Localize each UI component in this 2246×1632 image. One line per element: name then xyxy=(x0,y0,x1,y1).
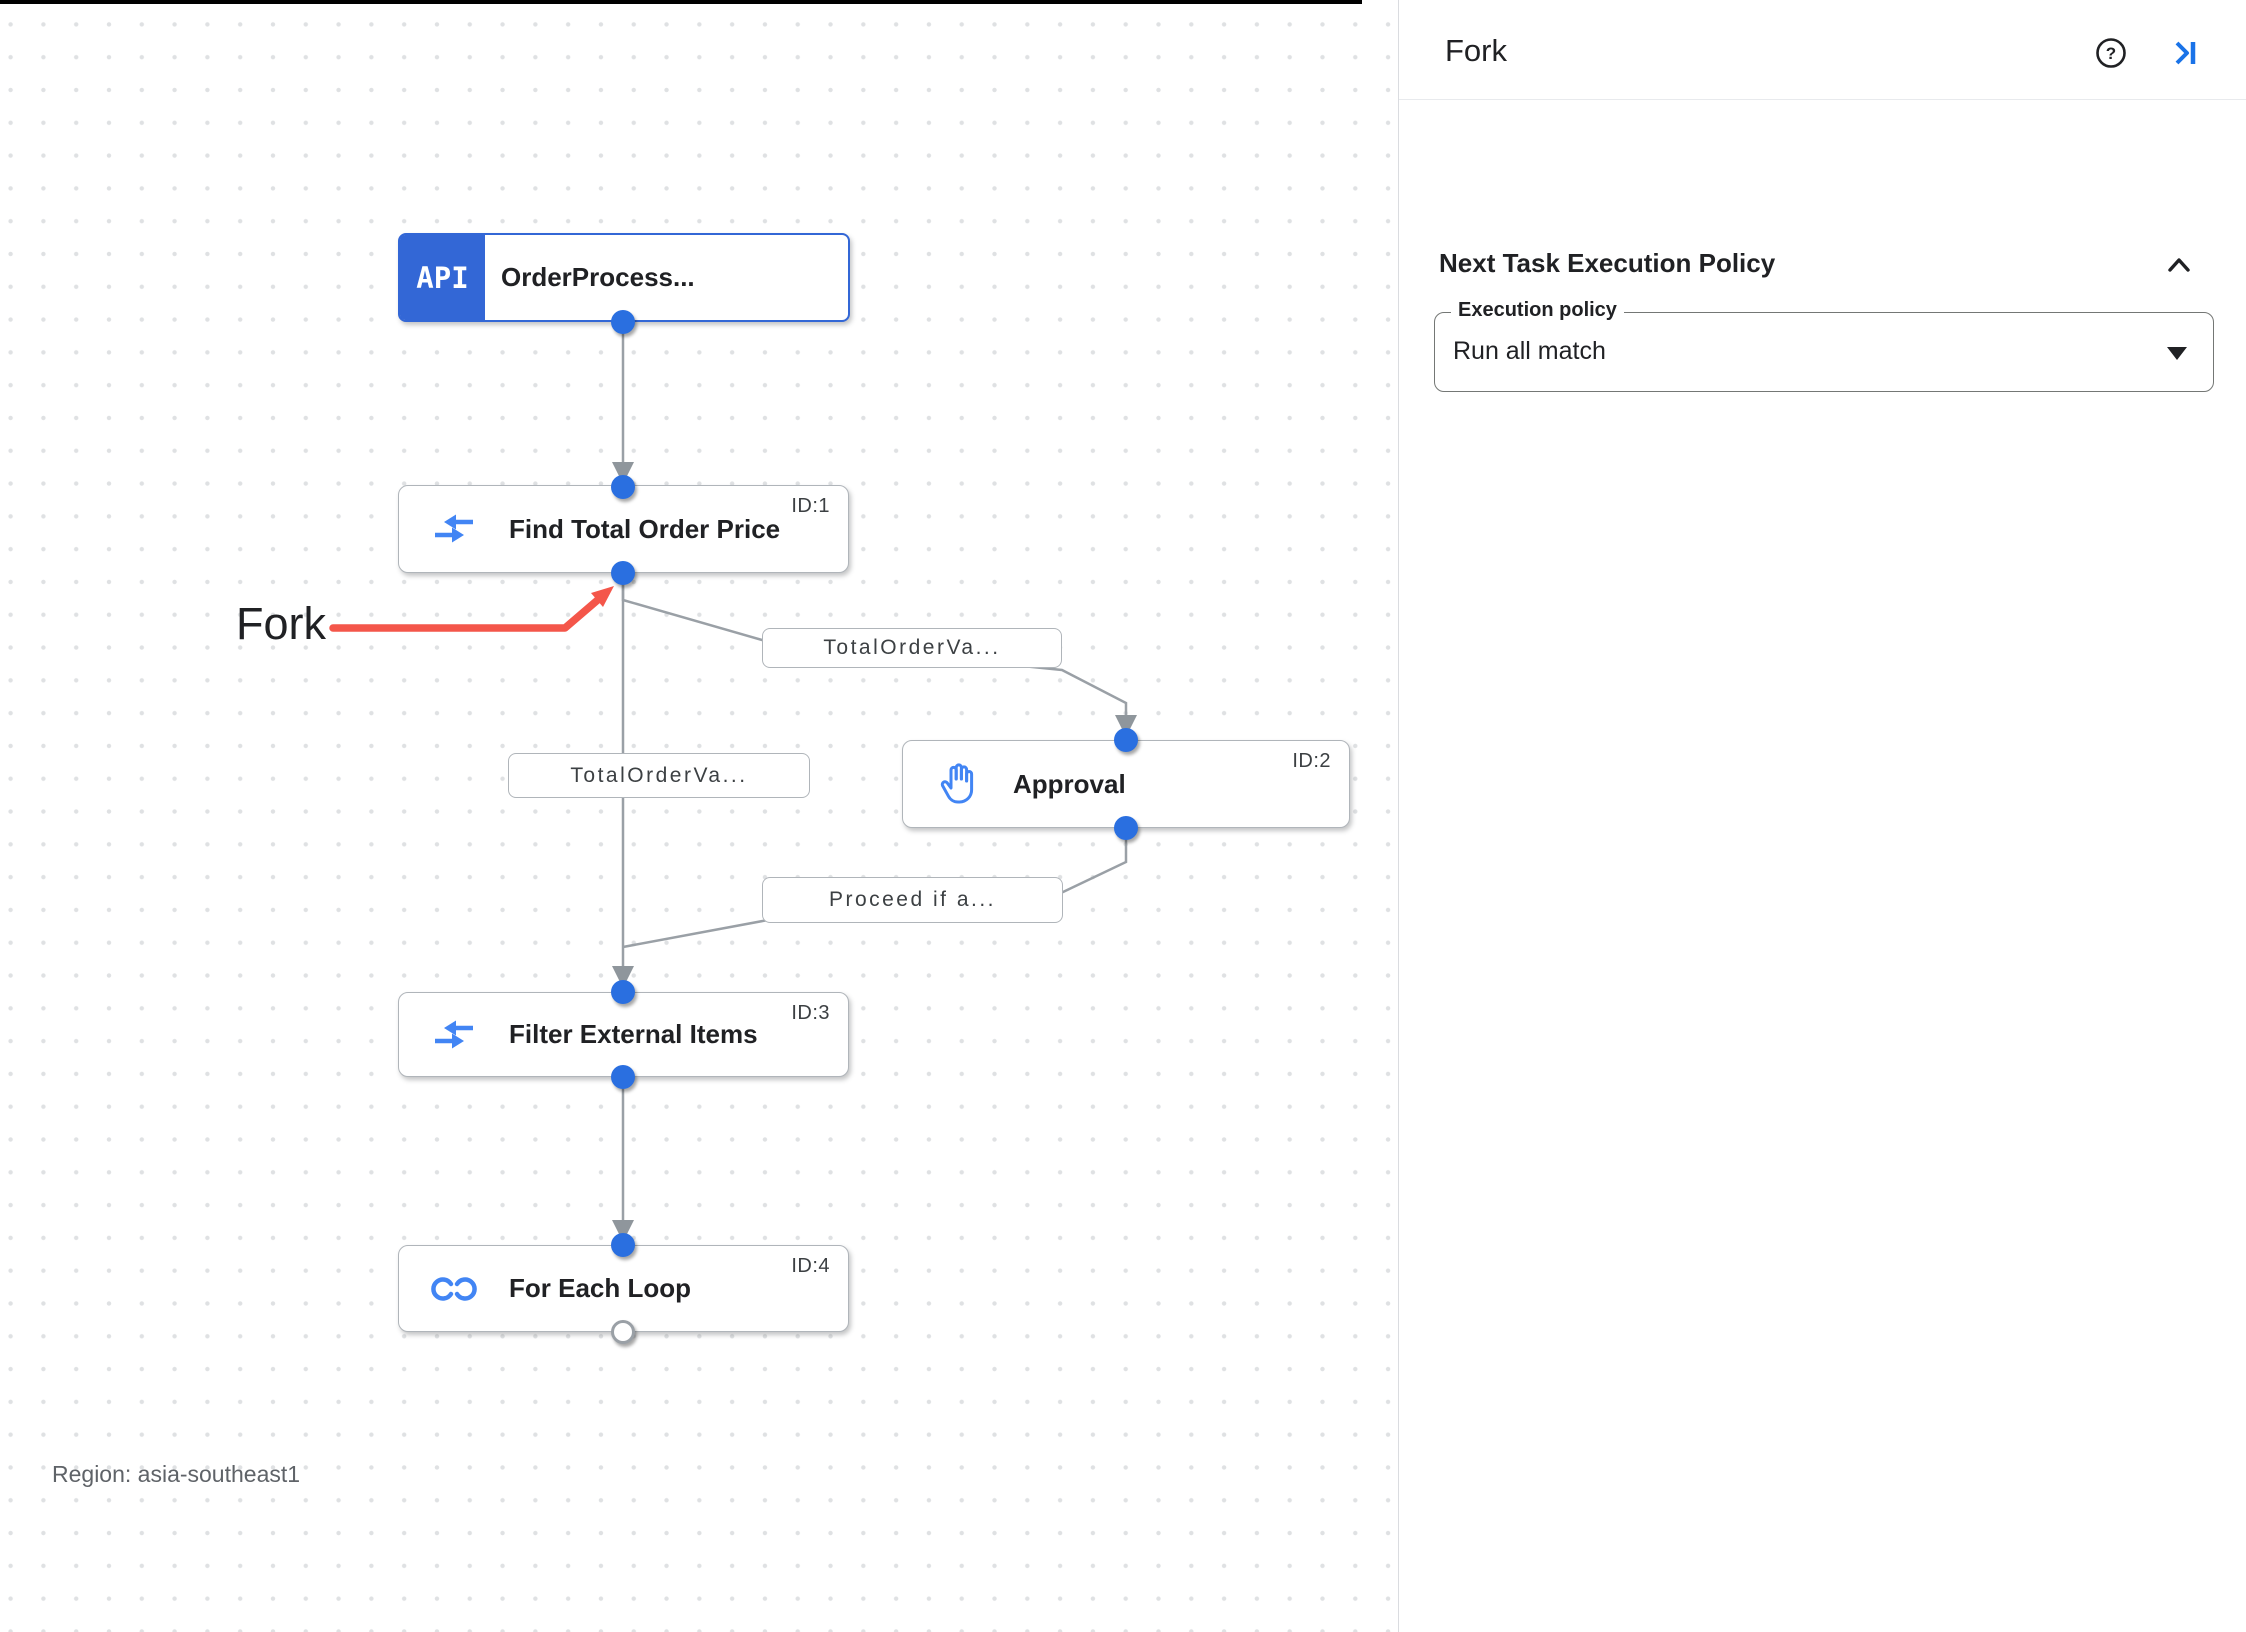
connection-dot-in-approval[interactable] xyxy=(1114,728,1138,752)
task-node-approval[interactable]: Approval ID:2 xyxy=(902,740,1350,828)
execution-policy-select[interactable]: Execution policy Run all match xyxy=(1434,299,2214,392)
fork-annotation-label: Fork xyxy=(236,598,326,649)
edge-label-total-order-right[interactable]: TotalOrderVa... xyxy=(762,628,1062,668)
task-title: For Each Loop xyxy=(509,1273,691,1303)
for-each-loop-icon xyxy=(399,1272,509,1306)
execution-policy-label: Execution policy xyxy=(1451,299,1624,322)
connection-dot-out-find-total-fork[interactable] xyxy=(611,561,635,585)
task-node-find-total-order-price[interactable]: Find Total Order Price ID:1 xyxy=(398,485,849,573)
task-id-label: ID:1 xyxy=(791,495,830,517)
config-panel: Fork ? Next Task Execution Policy Execut… xyxy=(1398,0,2246,1632)
chevron-up-icon[interactable] xyxy=(2164,250,2194,280)
region-label: Region: asia-southeast1 xyxy=(52,1461,301,1487)
task-node-for-each-loop[interactable]: For Each Loop ID:4 xyxy=(398,1245,849,1332)
workflow-canvas[interactable]: TotalOrderVa... TotalOrderVa... Proceed … xyxy=(0,0,1398,1632)
edge-label-text: Proceed if a... xyxy=(828,888,997,911)
task-id-label: ID:3 xyxy=(791,1002,830,1024)
task-title: Approval xyxy=(1013,768,1126,799)
edge-label-proceed-if[interactable]: Proceed if a... xyxy=(762,877,1063,923)
collapse-panel-icon[interactable] xyxy=(2168,36,2202,70)
task-id-label: ID:2 xyxy=(1292,750,1331,772)
svg-text:?: ? xyxy=(2106,44,2116,63)
task-title: Filter External Items xyxy=(509,1019,758,1049)
execution-policy-value: Run all match xyxy=(1453,337,1606,365)
data-mapping-icon xyxy=(399,1015,509,1055)
connection-dot-out-approval[interactable] xyxy=(1114,816,1138,840)
canvas-top-border xyxy=(0,0,1362,4)
task-title: Find Total Order Price xyxy=(509,513,781,544)
fork-annotation-arrow xyxy=(329,586,614,632)
edge-label-text: TotalOrderVa... xyxy=(570,763,748,787)
trigger-node-order-process[interactable]: API OrderProcess... xyxy=(398,233,850,322)
task-id-label: ID:4 xyxy=(791,1255,830,1277)
trigger-title: OrderProcess... xyxy=(501,262,695,292)
panel-title: Fork xyxy=(1445,33,1507,68)
approval-hand-icon xyxy=(903,762,1013,806)
connection-dot-in-find-total[interactable] xyxy=(611,475,635,499)
data-mapping-icon xyxy=(399,509,509,549)
section-title: Next Task Execution Policy xyxy=(1439,248,1776,278)
connection-dot-in-filter[interactable] xyxy=(611,980,635,1004)
connection-dot-out-trigger[interactable] xyxy=(611,310,635,334)
api-trigger-badge: API xyxy=(400,235,485,320)
connection-dot-out-filter[interactable] xyxy=(611,1065,635,1089)
edge-label-text: TotalOrderVa... xyxy=(823,636,1001,659)
connection-dot-in-for-each[interactable] xyxy=(611,1233,635,1257)
connection-dot-open-for-each[interactable] xyxy=(611,1320,635,1344)
edge-label-total-order-left[interactable]: TotalOrderVa... xyxy=(508,753,810,798)
dropdown-caret-icon xyxy=(2167,347,2187,360)
help-icon[interactable]: ? xyxy=(2094,36,2128,70)
panel-header: Fork ? xyxy=(1399,0,2246,100)
